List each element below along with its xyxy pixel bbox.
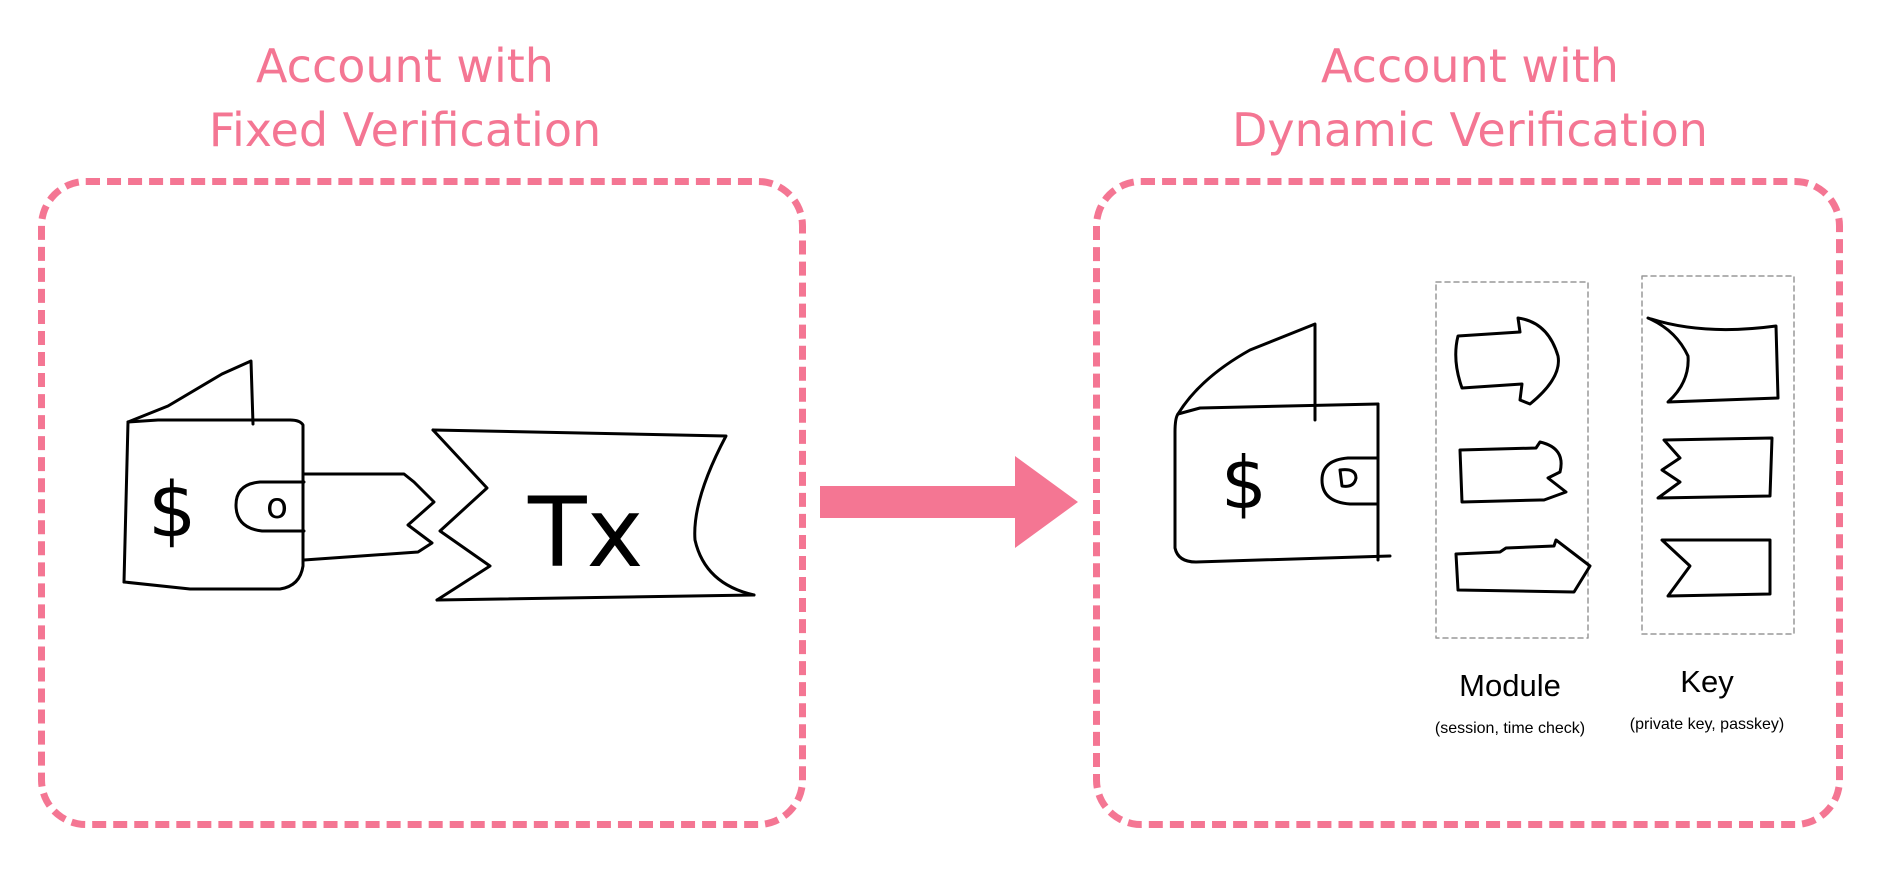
transaction-tx-glyph: Tx — [527, 477, 643, 589]
wallet-dollar-glyph: $ — [148, 465, 196, 554]
module-label: Module — [1459, 668, 1561, 703]
transition-arrow-icon — [820, 456, 1078, 548]
transaction-scroll-sketch: Tx — [431, 428, 756, 602]
wallet-sketch-left: $ o — [122, 359, 436, 591]
module-piece-3 — [1454, 538, 1592, 594]
key-sublabel: (private key, passkey) — [1629, 716, 1785, 733]
key-container-box — [1641, 275, 1795, 635]
right-panel-title: Account with Dynamic Verification — [1165, 34, 1775, 162]
key-piece-2 — [1656, 436, 1774, 500]
key-piece-3 — [1660, 538, 1772, 598]
left-title-line1: Account with — [256, 39, 554, 93]
wallet-sketch-right: $ — [1173, 322, 1392, 564]
key-piece-1 — [1646, 316, 1780, 404]
key-label: Key — [1680, 664, 1734, 699]
dynamic-verification-panel — [1093, 178, 1843, 828]
right-title-line1: Account with — [1321, 39, 1619, 93]
wallet-clasp-glyph: o — [266, 486, 288, 527]
module-sublabel: (session, time check) — [1434, 720, 1586, 737]
module-piece-2 — [1458, 440, 1568, 504]
module-pieces — [1454, 316, 1592, 594]
key-pieces — [1646, 316, 1780, 598]
right-title-line2: Dynamic Verification — [1232, 103, 1708, 157]
fixed-verification-panel — [38, 178, 806, 828]
wallet-dollar-glyph-right: $ — [1221, 441, 1267, 525]
left-title-line2: Fixed Verification — [208, 103, 602, 157]
module-piece-1 — [1454, 316, 1560, 406]
left-panel-title: Account with Fixed Verification — [100, 34, 710, 162]
module-container-box — [1435, 281, 1589, 639]
